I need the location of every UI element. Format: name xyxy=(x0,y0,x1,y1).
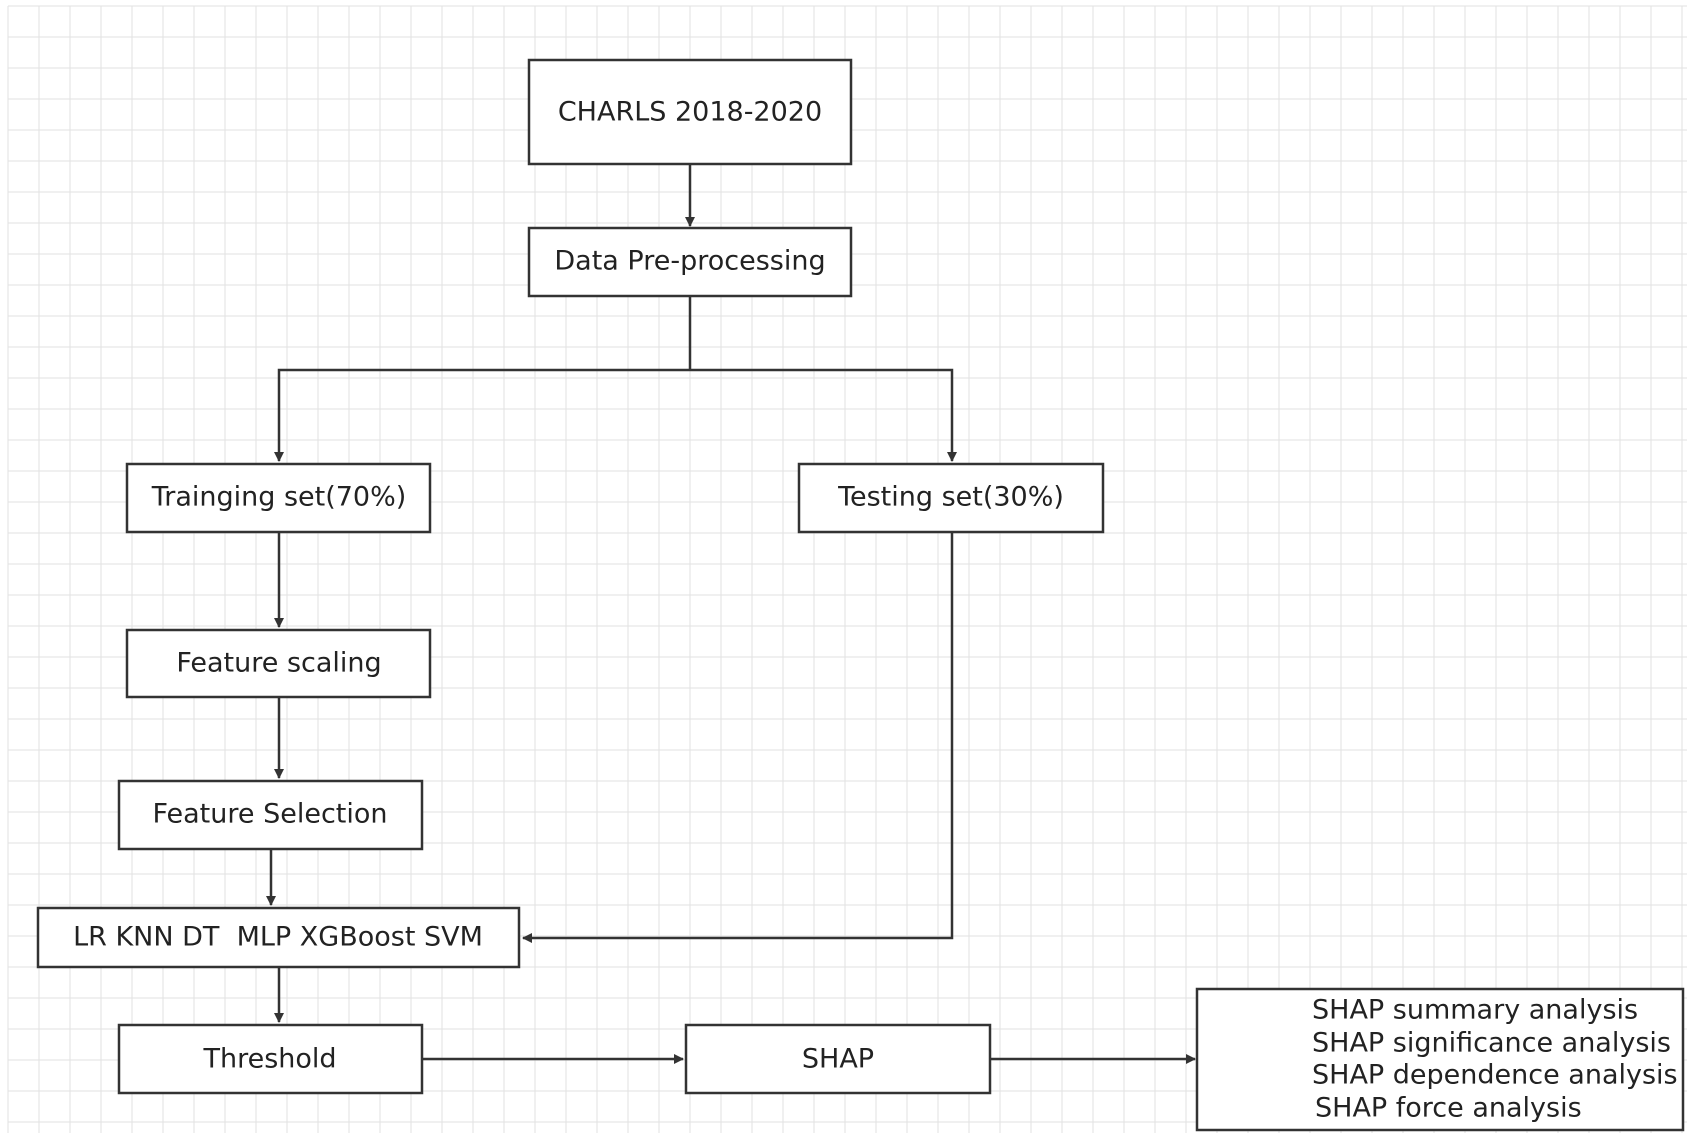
shap-force-label: SHAP force analysis xyxy=(1315,1093,1582,1124)
models-box xyxy=(36,906,521,969)
shap-box xyxy=(684,1023,992,1095)
training-set-box xyxy=(125,462,432,534)
arrow-testing-to-models xyxy=(522,532,954,943)
source-label: CHARLS 2018-2020 xyxy=(558,97,822,128)
shap-label: SHAP xyxy=(802,1044,874,1075)
training-set-label: Trainging set(70%) xyxy=(151,482,407,513)
feature-scaling-box xyxy=(125,628,432,699)
models-label: LR KNN DT MLP XGBoost SVM xyxy=(73,922,483,953)
arrow-split-to-testing xyxy=(690,368,957,462)
feature-selection-box xyxy=(117,779,424,851)
shap-dependence-label: SHAP dependence analysis xyxy=(1312,1060,1678,1091)
flow-boxes xyxy=(36,58,1685,1132)
preprocessing-label: Data Pre-processing xyxy=(554,246,825,277)
threshold-box xyxy=(117,1023,424,1095)
shap-significance-label: SHAP significance analysis xyxy=(1312,1028,1671,1059)
testing-set-label: Testing set(30%) xyxy=(837,482,1064,513)
source-box xyxy=(527,58,853,166)
connectors xyxy=(266,164,1196,1064)
flow-labels: CHARLS 2018-2020 Data Pre-processing Tra… xyxy=(73,97,1678,1124)
arrow-split-to-training xyxy=(274,368,690,462)
threshold-label: Threshold xyxy=(202,1044,336,1075)
testing-set-box xyxy=(797,462,1105,534)
shap-analyses-box xyxy=(1195,987,1685,1132)
shap-summary-label: SHAP summary analysis xyxy=(1312,995,1638,1026)
preprocessing-box xyxy=(527,226,853,298)
feature-scaling-label: Feature scaling xyxy=(176,648,381,679)
feature-selection-label: Feature Selection xyxy=(152,799,387,830)
